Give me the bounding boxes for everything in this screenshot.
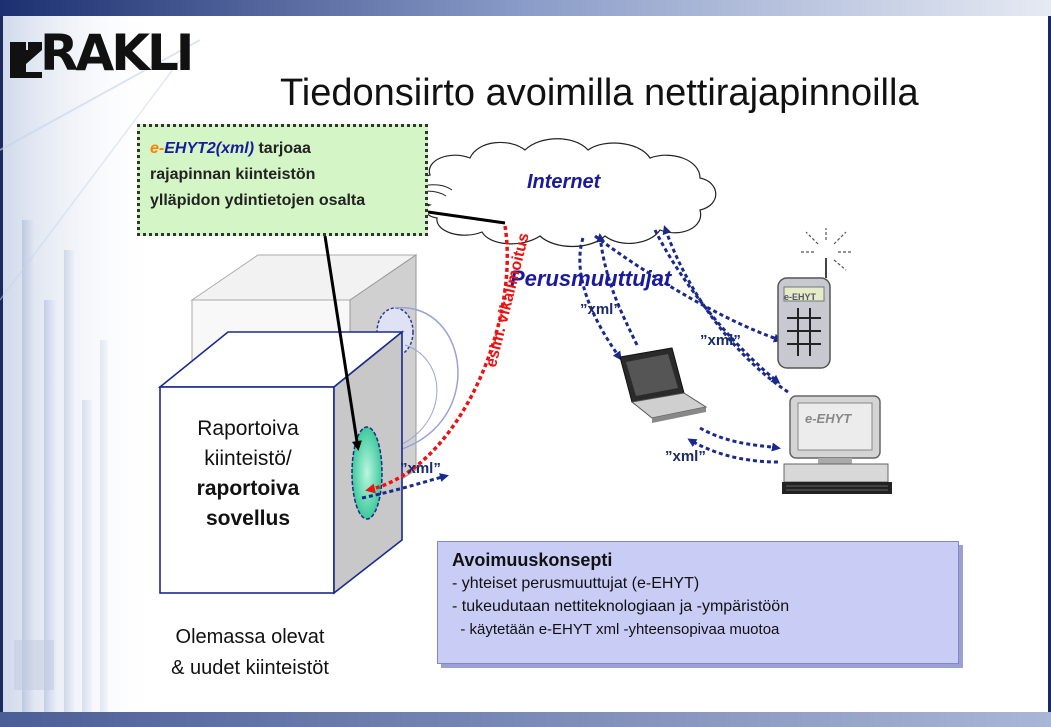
reporting-property-label: Raportoiva kiinteistö/ raportoiva sovell…: [168, 414, 328, 534]
concept-title: Avoimuuskonsepti: [452, 550, 613, 570]
existing-line-1: Olemassa olevat: [175, 626, 325, 648]
laptop-icon: [619, 347, 708, 423]
callout-prefix-orange: e-: [150, 140, 165, 157]
existing-line-2: & uudet kiinteistöt: [171, 657, 329, 679]
openness-concept-box: Avoimuuskonsepti - yhteiset perusmuuttuj…: [437, 541, 959, 664]
callout-line-2: rajapinnan kiinteistön: [150, 166, 316, 183]
xml-label: ”xml”: [665, 448, 706, 465]
concept-line: - yhteiset perusmuuttujat (e-EHYT): [452, 575, 700, 592]
desktop-computer-icon: [782, 395, 892, 494]
report-line-4: sovellus: [205, 507, 291, 530]
callout-line-3: ylläpidon ydintietojen osalta: [150, 192, 366, 209]
internet-label: Internet: [527, 171, 601, 193]
report-line-1: Raportoiva: [197, 417, 299, 440]
callout-prefix-blue: EHYT2(xml): [164, 140, 255, 157]
desktop-screen-label: e-EHYT: [805, 411, 852, 426]
xml-label: ”xml”: [580, 301, 621, 318]
concept-line: - käytetään e-EHYT xml -yhteensopivaa mu…: [452, 621, 780, 638]
xml-label: ”xml”: [400, 460, 441, 477]
mobile-phone-icon: [777, 228, 852, 369]
perusmuuttujat-label: Perusmuuttujat: [510, 266, 672, 291]
rakli-logo: RAKLI: [40, 24, 194, 82]
callout-line1-rest: tarjoaa: [254, 140, 311, 157]
phone-screen-label: e-EHYT: [784, 292, 817, 302]
callout-line-1: e-EHYT2(xml) tarjoaa: [150, 136, 415, 162]
report-line-3: raportoiva: [196, 477, 300, 500]
report-line-2: kiinteistö/: [204, 447, 292, 470]
concept-line: - tukeudutaan nettiteknologiaan ja -ympä…: [452, 598, 790, 615]
existing-properties-label: Olemassa olevat & uudet kiinteistöt: [130, 622, 370, 684]
ehyt-callout-box: e-EHYT2(xml) tarjoaa rajapinnan kiinteis…: [137, 124, 428, 236]
xml-label: ”xml”: [700, 332, 741, 349]
rakli-logo-mark: [10, 42, 42, 78]
slide-title: Tiedonsiirto avoimilla nettirajapinnoill…: [280, 72, 919, 114]
